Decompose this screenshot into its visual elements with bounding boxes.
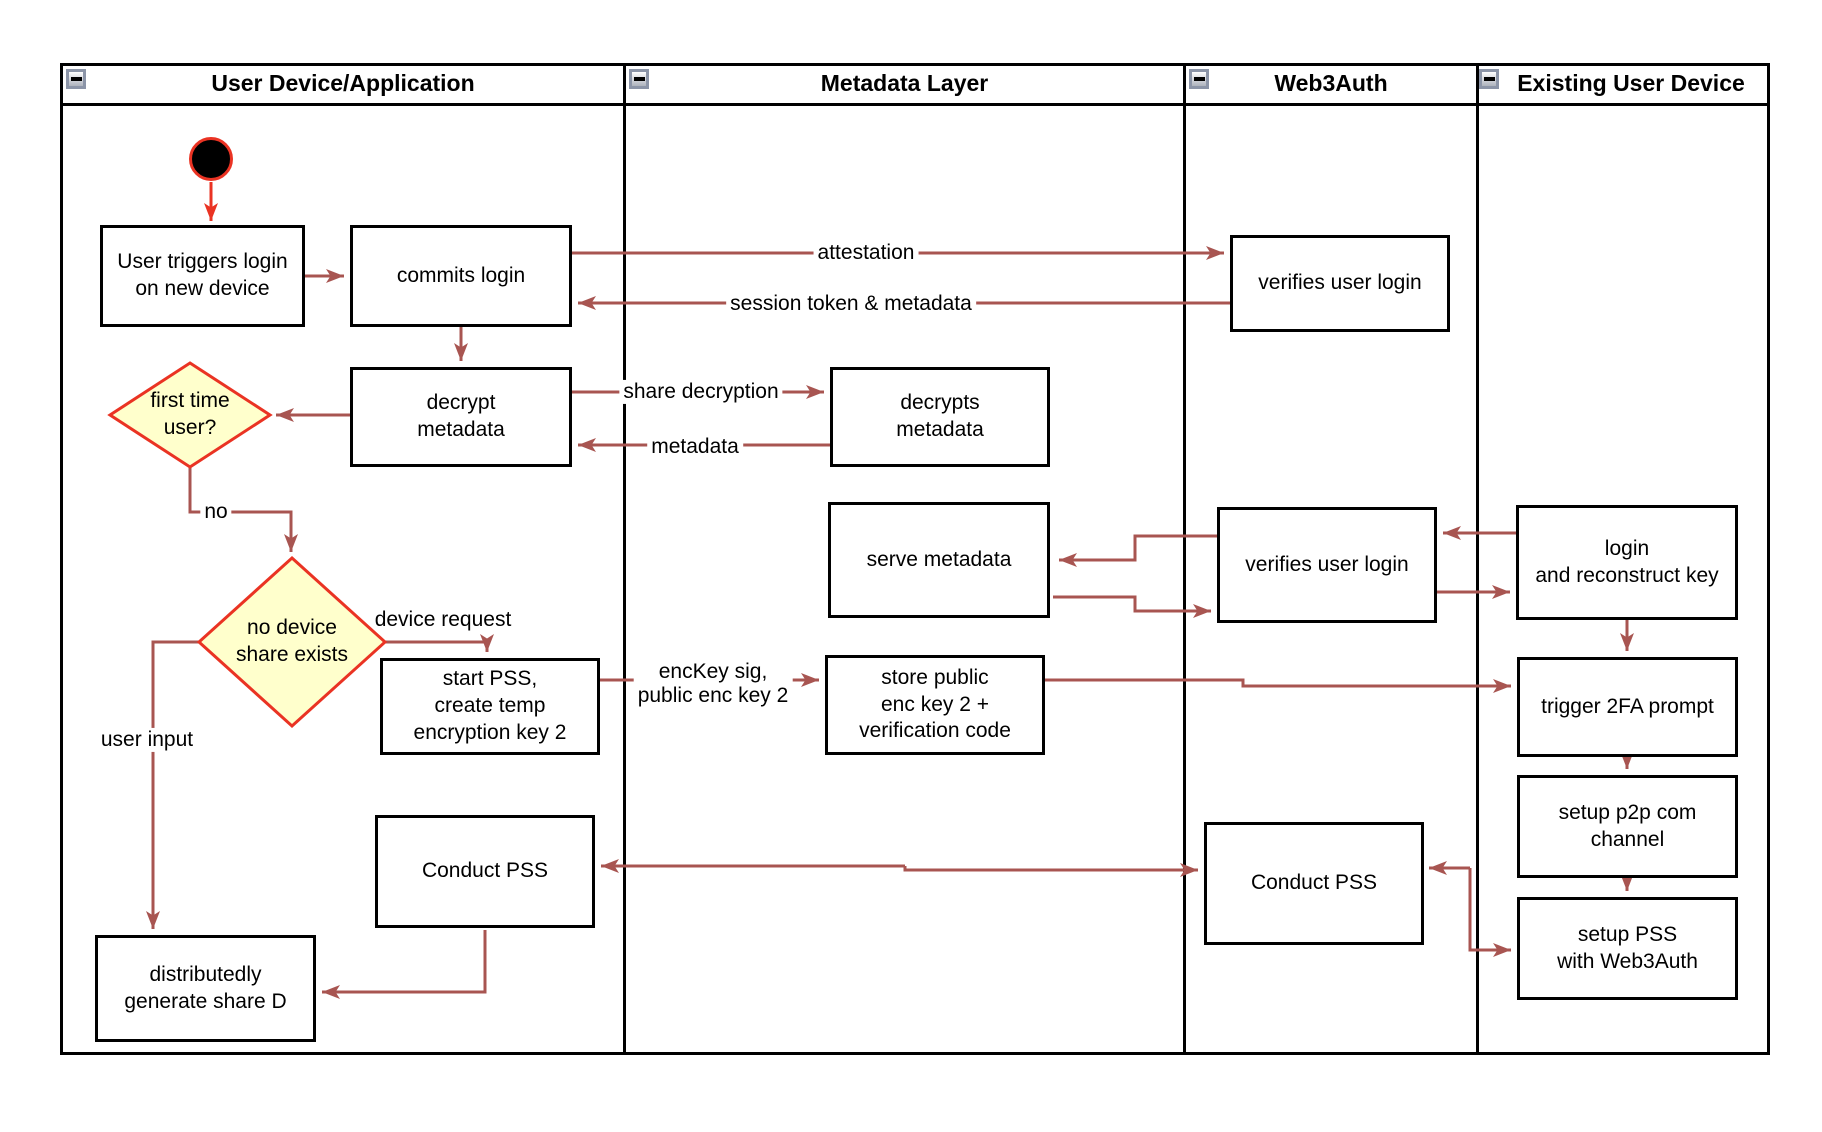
node-label: decrypts metadata	[896, 391, 984, 441]
decision-label-no-device-share: no device share exists	[199, 558, 385, 726]
edge-label-enckey: encKey sig, public enc key 2	[633, 659, 793, 709]
node-store-public-key[interactable]: store public enc key 2 + verification co…	[825, 655, 1045, 755]
node-generate-share-d[interactable]: distributedly generate share D	[95, 935, 316, 1042]
lane-title-metadata-layer: Metadata Layer	[820, 69, 989, 96]
header-underline	[60, 103, 1770, 106]
node-label: serve metadata	[866, 547, 1012, 571]
lane-header-web3auth: Web3Auth	[1186, 63, 1476, 103]
node-label: login and reconstruct key	[1535, 536, 1719, 587]
node-verifies-user-login-1[interactable]: verifies user login	[1230, 235, 1450, 332]
node-decrypt-metadata[interactable]: decrypt metadata	[350, 367, 572, 467]
collapse-icon[interactable]	[66, 69, 86, 89]
lane-divider-1	[623, 63, 626, 1055]
minus-icon	[70, 77, 82, 81]
node-conduct-pss-user[interactable]: Conduct PSS	[375, 815, 595, 928]
node-verifies-user-login-2[interactable]: verifies user login	[1217, 507, 1437, 623]
collapse-icon[interactable]	[629, 69, 649, 89]
edge-label-attestation: attestation	[813, 240, 919, 266]
lane-title-user-device: User Device/Application	[211, 69, 475, 96]
node-label: commits login	[396, 263, 526, 287]
node-login-reconstruct-key[interactable]: login and reconstruct key	[1516, 505, 1738, 620]
node-setup-p2p[interactable]: setup p2p com channel	[1517, 775, 1738, 878]
node-setup-pss[interactable]: setup PSS with Web3Auth	[1517, 897, 1738, 1000]
edge-label-metadata: metadata	[647, 434, 743, 460]
edge-label-share-decryption: share decryption	[619, 379, 783, 405]
collapse-icon[interactable]	[1189, 69, 1209, 89]
node-label: setup PSS with Web3Auth	[1557, 922, 1698, 973]
node-label: setup p2p com channel	[1558, 800, 1697, 851]
node-decrypts-metadata[interactable]: decrypts metadata	[830, 367, 1050, 467]
lane-title-existing-device: Existing User Device	[1517, 69, 1745, 96]
lane-header-existing-device: Existing User Device	[1492, 63, 1770, 103]
minus-icon	[1193, 77, 1205, 81]
edge-label-device-request: device request	[374, 607, 512, 631]
decision-label-first-time-user: first time user?	[110, 363, 270, 467]
node-conduct-pss-web3auth[interactable]: Conduct PSS	[1204, 822, 1424, 945]
node-label: store public enc key 2 + verification co…	[859, 665, 1011, 743]
lane-title-web3auth: Web3Auth	[1274, 69, 1388, 96]
node-start-pss[interactable]: start PSS, create temp encryption key 2	[380, 658, 600, 755]
node-serve-metadata[interactable]: serve metadata	[828, 502, 1050, 618]
node-label: Conduct PSS	[421, 859, 549, 883]
minus-icon	[1483, 77, 1495, 81]
start-node[interactable]	[189, 137, 233, 181]
node-label: Conduct PSS	[1250, 871, 1378, 895]
node-label: trigger 2FA prompt	[1541, 694, 1714, 718]
node-label: decrypt metadata	[417, 391, 505, 441]
node-label: first time user?	[150, 389, 230, 439]
node-label: start PSS, create temp encryption key 2	[413, 667, 567, 744]
lane-divider-3	[1476, 63, 1479, 1055]
edge-label-user-input: user input	[96, 727, 198, 753]
node-label: distributedly generate share D	[124, 962, 287, 1013]
collapse-icon[interactable]	[1479, 69, 1499, 89]
lane-divider-2	[1183, 63, 1186, 1055]
node-label: verifies user login	[1258, 271, 1422, 295]
node-user-triggers-login[interactable]: User triggers login on new device	[100, 225, 305, 327]
node-commits-login[interactable]: commits login	[350, 225, 572, 327]
edge-label-session-token: session token & metadata	[726, 291, 976, 317]
minus-icon	[633, 77, 645, 81]
node-label: verifies user login	[1245, 552, 1409, 576]
edge-label-no: no	[200, 499, 232, 525]
node-label: User triggers login on new device	[117, 250, 288, 300]
lane-header-user-device: User Device/Application	[63, 63, 623, 103]
node-trigger-2fa[interactable]: trigger 2FA prompt	[1517, 657, 1738, 757]
node-label: no device share exists	[235, 616, 349, 666]
lane-header-metadata-layer: Metadata Layer	[626, 63, 1183, 103]
